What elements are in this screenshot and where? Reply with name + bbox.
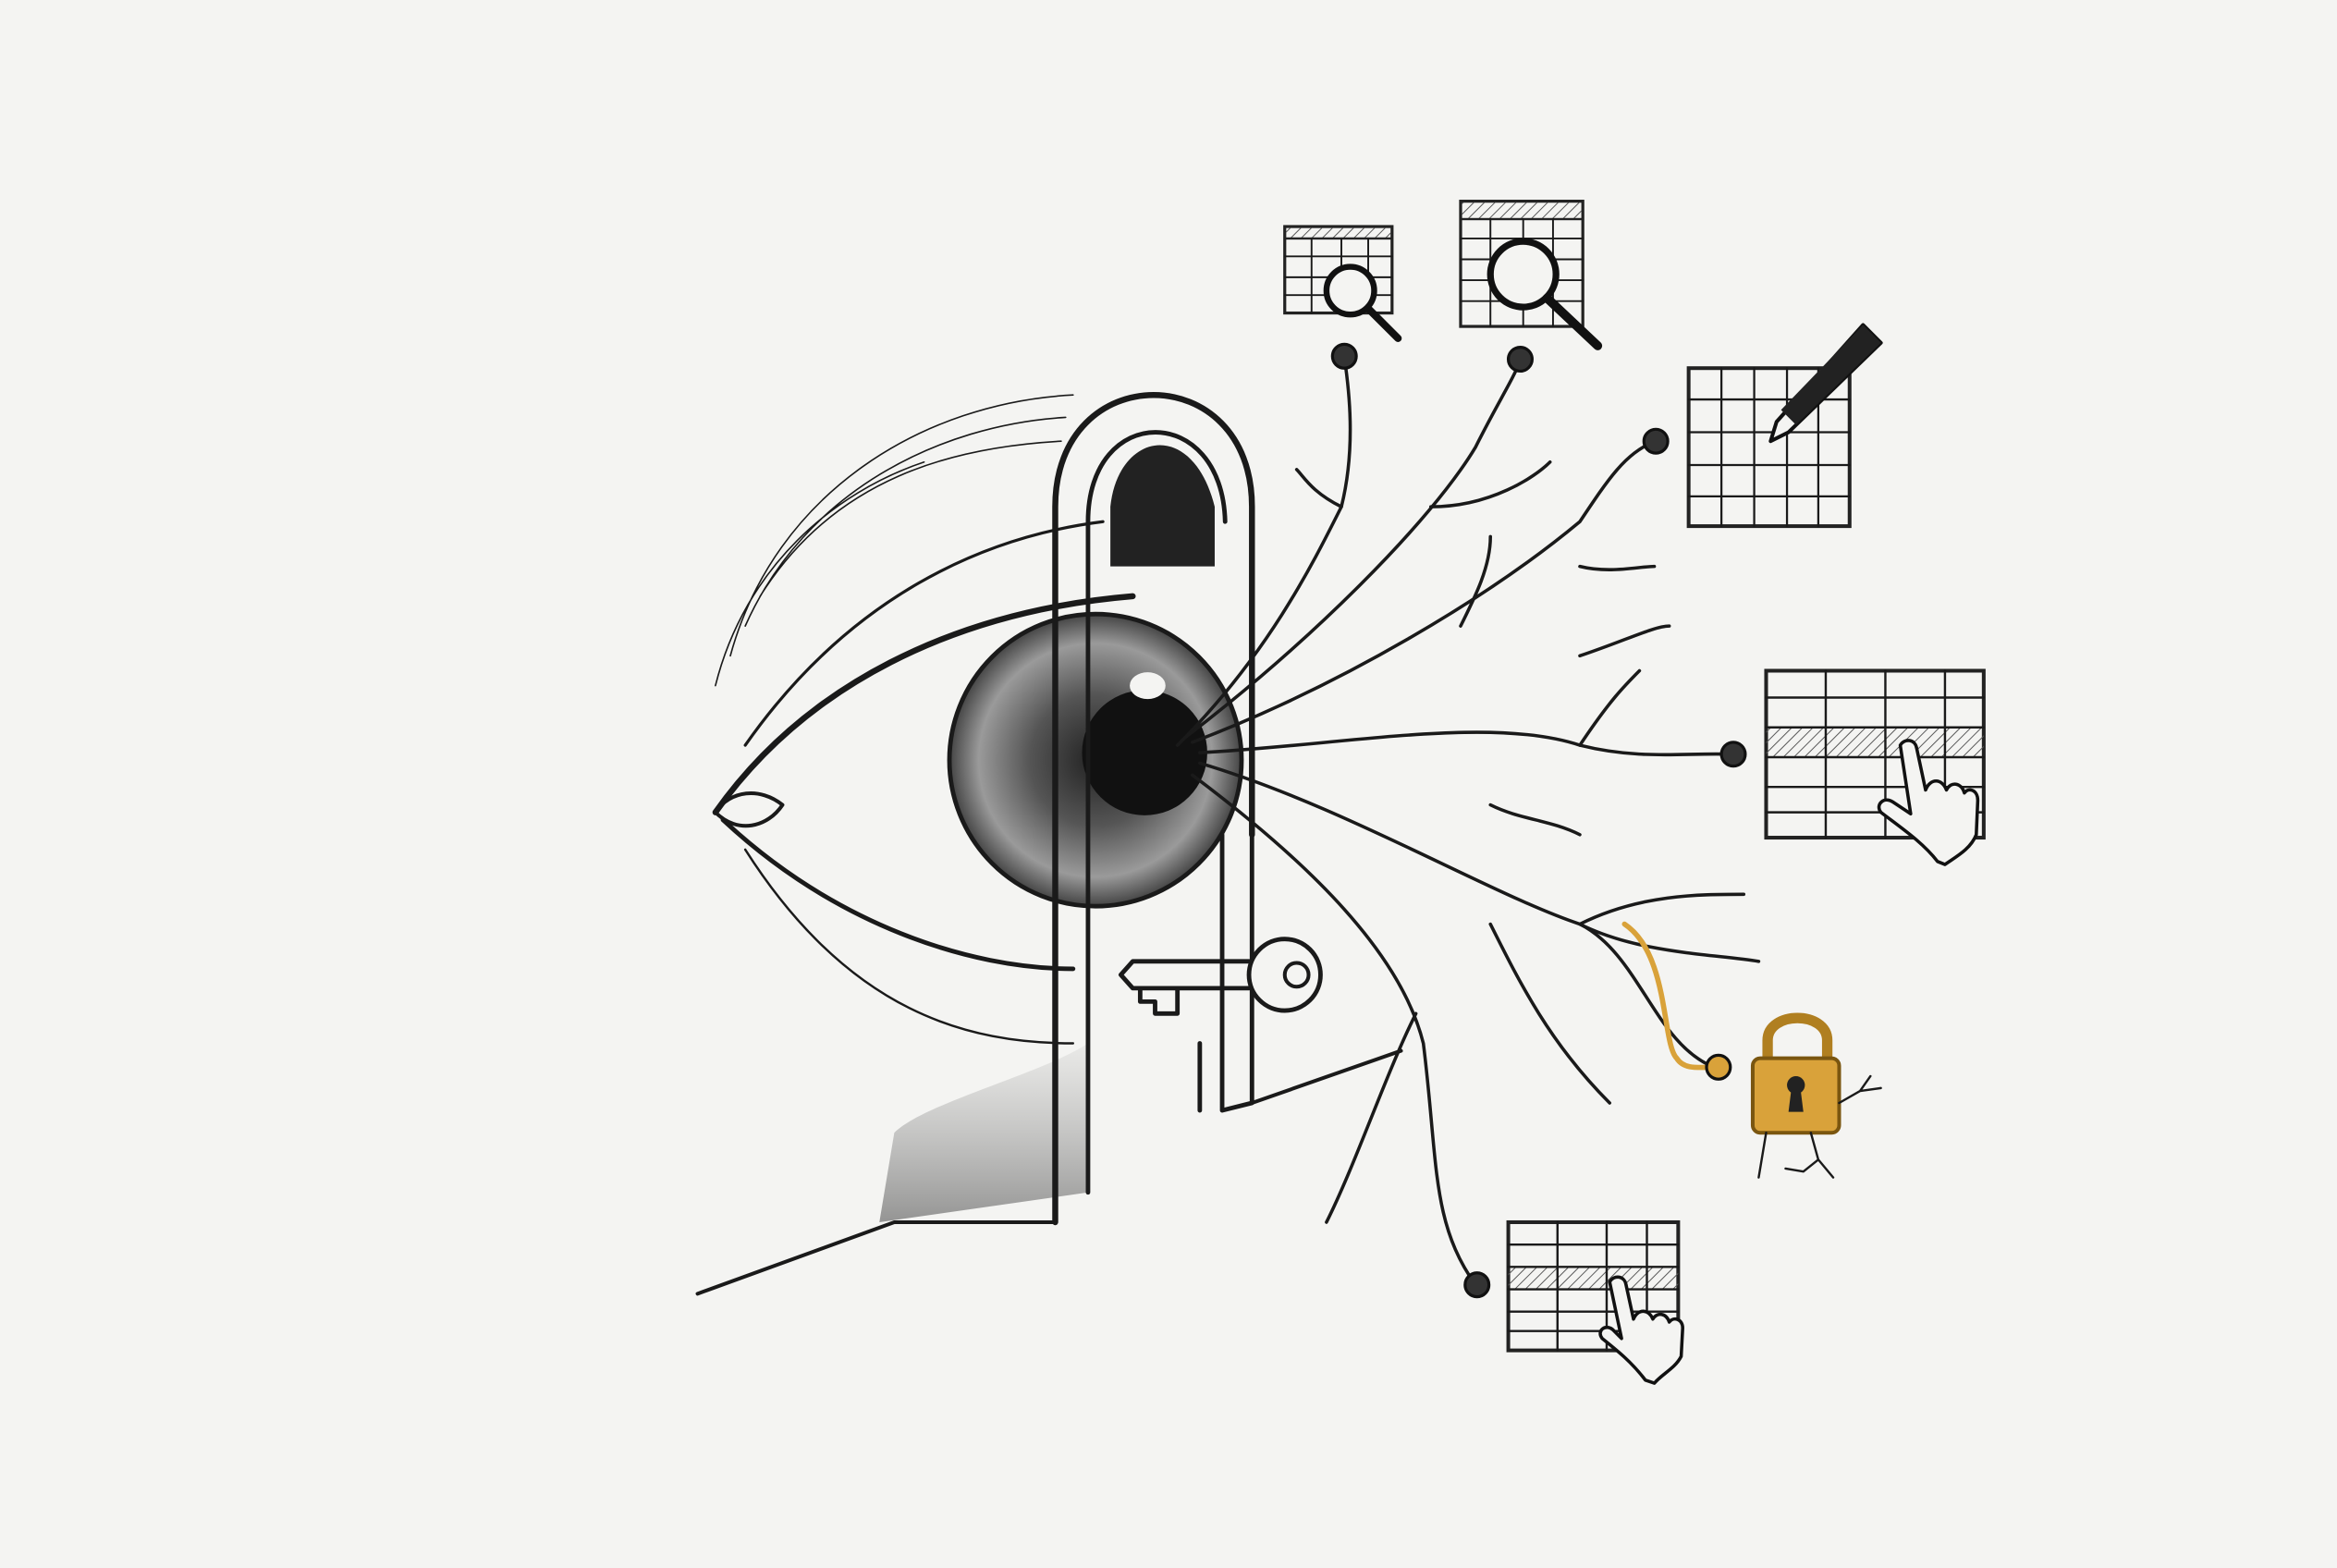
floor-line: [695, 1048, 1403, 1296]
door-edge: [1197, 832, 1254, 1113]
node: [1642, 427, 1670, 455]
gold-branch: [1621, 921, 1720, 1071]
node: [1719, 741, 1747, 768]
eye-highlight: [1130, 672, 1166, 700]
pointing-hand-icon: [1598, 1275, 1684, 1385]
table-search-large-icon: [1459, 200, 1603, 350]
eye-bag: [743, 848, 1075, 1045]
pointing-hand-icon: [1877, 739, 1980, 866]
arch-outer: [1052, 392, 1255, 1226]
node: [1506, 346, 1534, 374]
keyhole-arch: [695, 392, 1403, 1296]
table-row-select-hand-icon-bottom: [1506, 1219, 1684, 1385]
branch-nodes: [1330, 342, 1747, 1299]
eyelid-upper: [712, 593, 1136, 815]
tear-duct: [713, 791, 785, 828]
node: [1463, 1271, 1491, 1299]
grid-edit-pencil-icon: [1686, 323, 1883, 529]
arch-dark-interior: [1110, 445, 1215, 567]
padlock-cracked-icon: [1750, 1012, 1882, 1179]
node: [1330, 342, 1358, 370]
arch-inner: [1085, 430, 1228, 1195]
eyelid-lower: [720, 817, 1076, 972]
eye: [712, 394, 1244, 1045]
arch-shadow: [879, 1043, 1088, 1222]
pupil: [1082, 690, 1207, 815]
table-search-icon: [1283, 225, 1402, 342]
table-row-select-hand-icon: [1764, 668, 1986, 866]
node: [1705, 1053, 1732, 1081]
crack-lines: [1757, 1074, 1882, 1179]
eyebrow-lines: [715, 394, 1074, 687]
key-icon: [1118, 937, 1323, 1016]
nerve-branches: [1175, 356, 1761, 1287]
